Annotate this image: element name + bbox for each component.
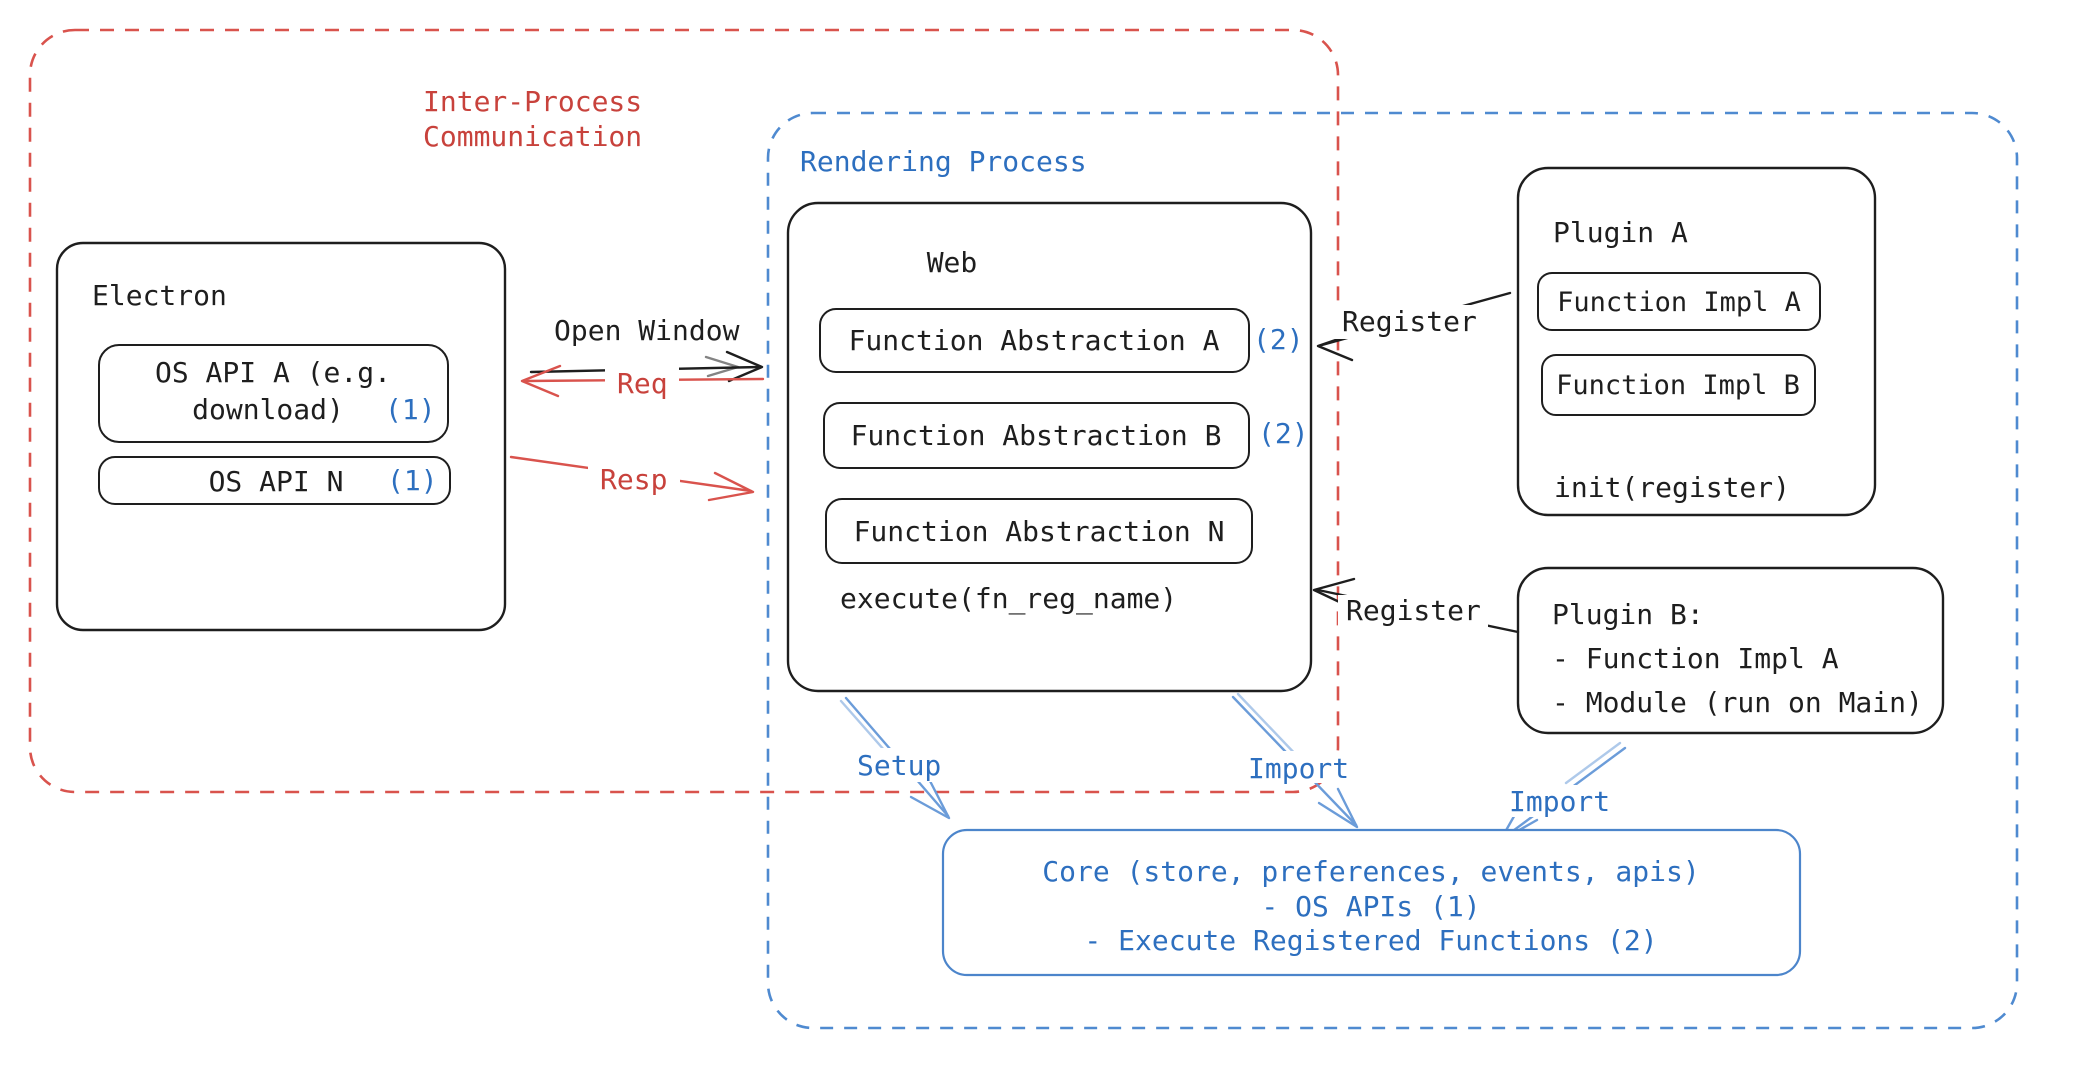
core-node: Core (store, preferences, events, apis) … (941, 828, 1802, 977)
ipc-dashed-border (28, 28, 1340, 794)
web-box (786, 201, 1313, 693)
web-node: Web Function Abstraction A (2) Function … (786, 201, 1313, 693)
plugin-a-box (1516, 166, 1877, 517)
open-window-arrow: Open Window (529, 314, 764, 383)
os-api-a-label-line2: download) (192, 393, 344, 426)
open-window-label: Open Window (554, 314, 740, 347)
ipc-title-line2: Communication (423, 120, 642, 153)
electron-title: Electron (92, 279, 227, 312)
setup-label: Setup (857, 749, 941, 782)
web-title: Web (927, 246, 978, 279)
register-top-label: Register (1342, 305, 1477, 338)
setup-arrow: Setup (839, 696, 951, 820)
import-mid-label: Import (1248, 752, 1349, 785)
core-line1: Core (store, preferences, events, apis) (1042, 855, 1699, 888)
register-bottom-label-bg (1338, 595, 1488, 628)
function-abstraction-a-label: Function Abstraction A (849, 324, 1220, 357)
core-line3: - Execute Registered Functions (2) (1084, 924, 1657, 957)
import-arrow-right: Import (1498, 741, 1627, 843)
function-abstraction-n-label: Function Abstraction N (854, 515, 1225, 548)
os-api-a-label-line1: OS API A (e.g. (155, 356, 391, 389)
req-label-bg (605, 364, 679, 402)
import-mid-arrowhead (1317, 787, 1359, 829)
resp-arrow: Resp (509, 455, 755, 502)
os-api-n-label: OS API N (209, 465, 344, 498)
ipc-title-line1: Inter-Process (423, 85, 642, 118)
req-arrow: Req (520, 364, 765, 402)
os-api-a-ref: (1) (385, 393, 436, 426)
req-label: Req (617, 367, 668, 400)
plugin-a-title: Plugin A (1553, 216, 1688, 249)
os-api-a-box (98, 344, 449, 443)
core-box (941, 828, 1802, 977)
open-window-arrowhead (725, 350, 764, 383)
rendering-dashed-border (766, 111, 2019, 1030)
register-top-label-bg (1334, 305, 1484, 339)
import-right-label: Import (1509, 785, 1610, 818)
req-arrowhead (520, 364, 562, 398)
electron-box (55, 241, 507, 632)
open-window-arrowhead-echo (704, 355, 740, 378)
resp-label-bg (588, 462, 680, 500)
register-bottom-label: Register (1346, 594, 1481, 627)
function-abstraction-b-label: Function Abstraction B (851, 419, 1222, 452)
register-arrow-bottom: Register (1312, 577, 1520, 634)
os-api-n-ref: (1) (387, 464, 438, 497)
function-abstraction-a-ref: (2) (1253, 323, 1304, 356)
electron-node: Electron OS API A (e.g. download) (1) OS… (55, 241, 507, 632)
os-api-n-box (98, 456, 451, 505)
function-impl-b-label: Function Impl B (1556, 370, 1800, 401)
plugin-b-node: Plugin B: - Function Impl A - Module (ru… (1516, 566, 1945, 735)
execute-label: execute(fn_reg_name) (840, 582, 1177, 616)
function-impl-a-box (1537, 272, 1821, 331)
resp-arrowhead (707, 471, 755, 502)
function-impl-a-label: Function Impl A (1557, 287, 1801, 318)
rendering-boundary-group: Rendering Process (766, 111, 2019, 1030)
register-arrow-top: Register (1316, 291, 1512, 362)
function-abstraction-n-box (825, 498, 1253, 564)
resp-label: Resp (600, 463, 667, 496)
function-abstraction-b-box (823, 402, 1250, 469)
import-arrow-mid: Import (1231, 692, 1359, 829)
function-impl-b-box (1541, 354, 1816, 416)
function-abstraction-a-box (819, 308, 1250, 373)
import-mid-line-echo (1236, 692, 1302, 761)
setup-label-bg (850, 748, 950, 782)
plugin-a-node: Plugin A Function Impl A Function Impl B… (1516, 166, 1877, 517)
ipc-boundary-group: Inter-Process Communication (28, 28, 1340, 794)
plugin-b-box (1516, 566, 1945, 735)
plugin-a-init-label: init(register) (1554, 471, 1790, 504)
import-right-label-bg (1503, 785, 1615, 817)
import-right-line-echo (1564, 741, 1622, 785)
rendering-title: Rendering Process (800, 145, 1087, 178)
core-line2: - OS APIs (1) (1261, 890, 1480, 923)
plugin-b-title: Plugin B: (1552, 598, 1704, 631)
function-abstraction-b-ref: (2) (1258, 417, 1309, 450)
plugin-b-item2: - Module (run on Main) (1552, 686, 1923, 719)
plugin-b-item1: - Function Impl A (1552, 642, 1839, 675)
import-mid-label-bg (1242, 751, 1354, 783)
setup-arrowhead (909, 779, 951, 820)
